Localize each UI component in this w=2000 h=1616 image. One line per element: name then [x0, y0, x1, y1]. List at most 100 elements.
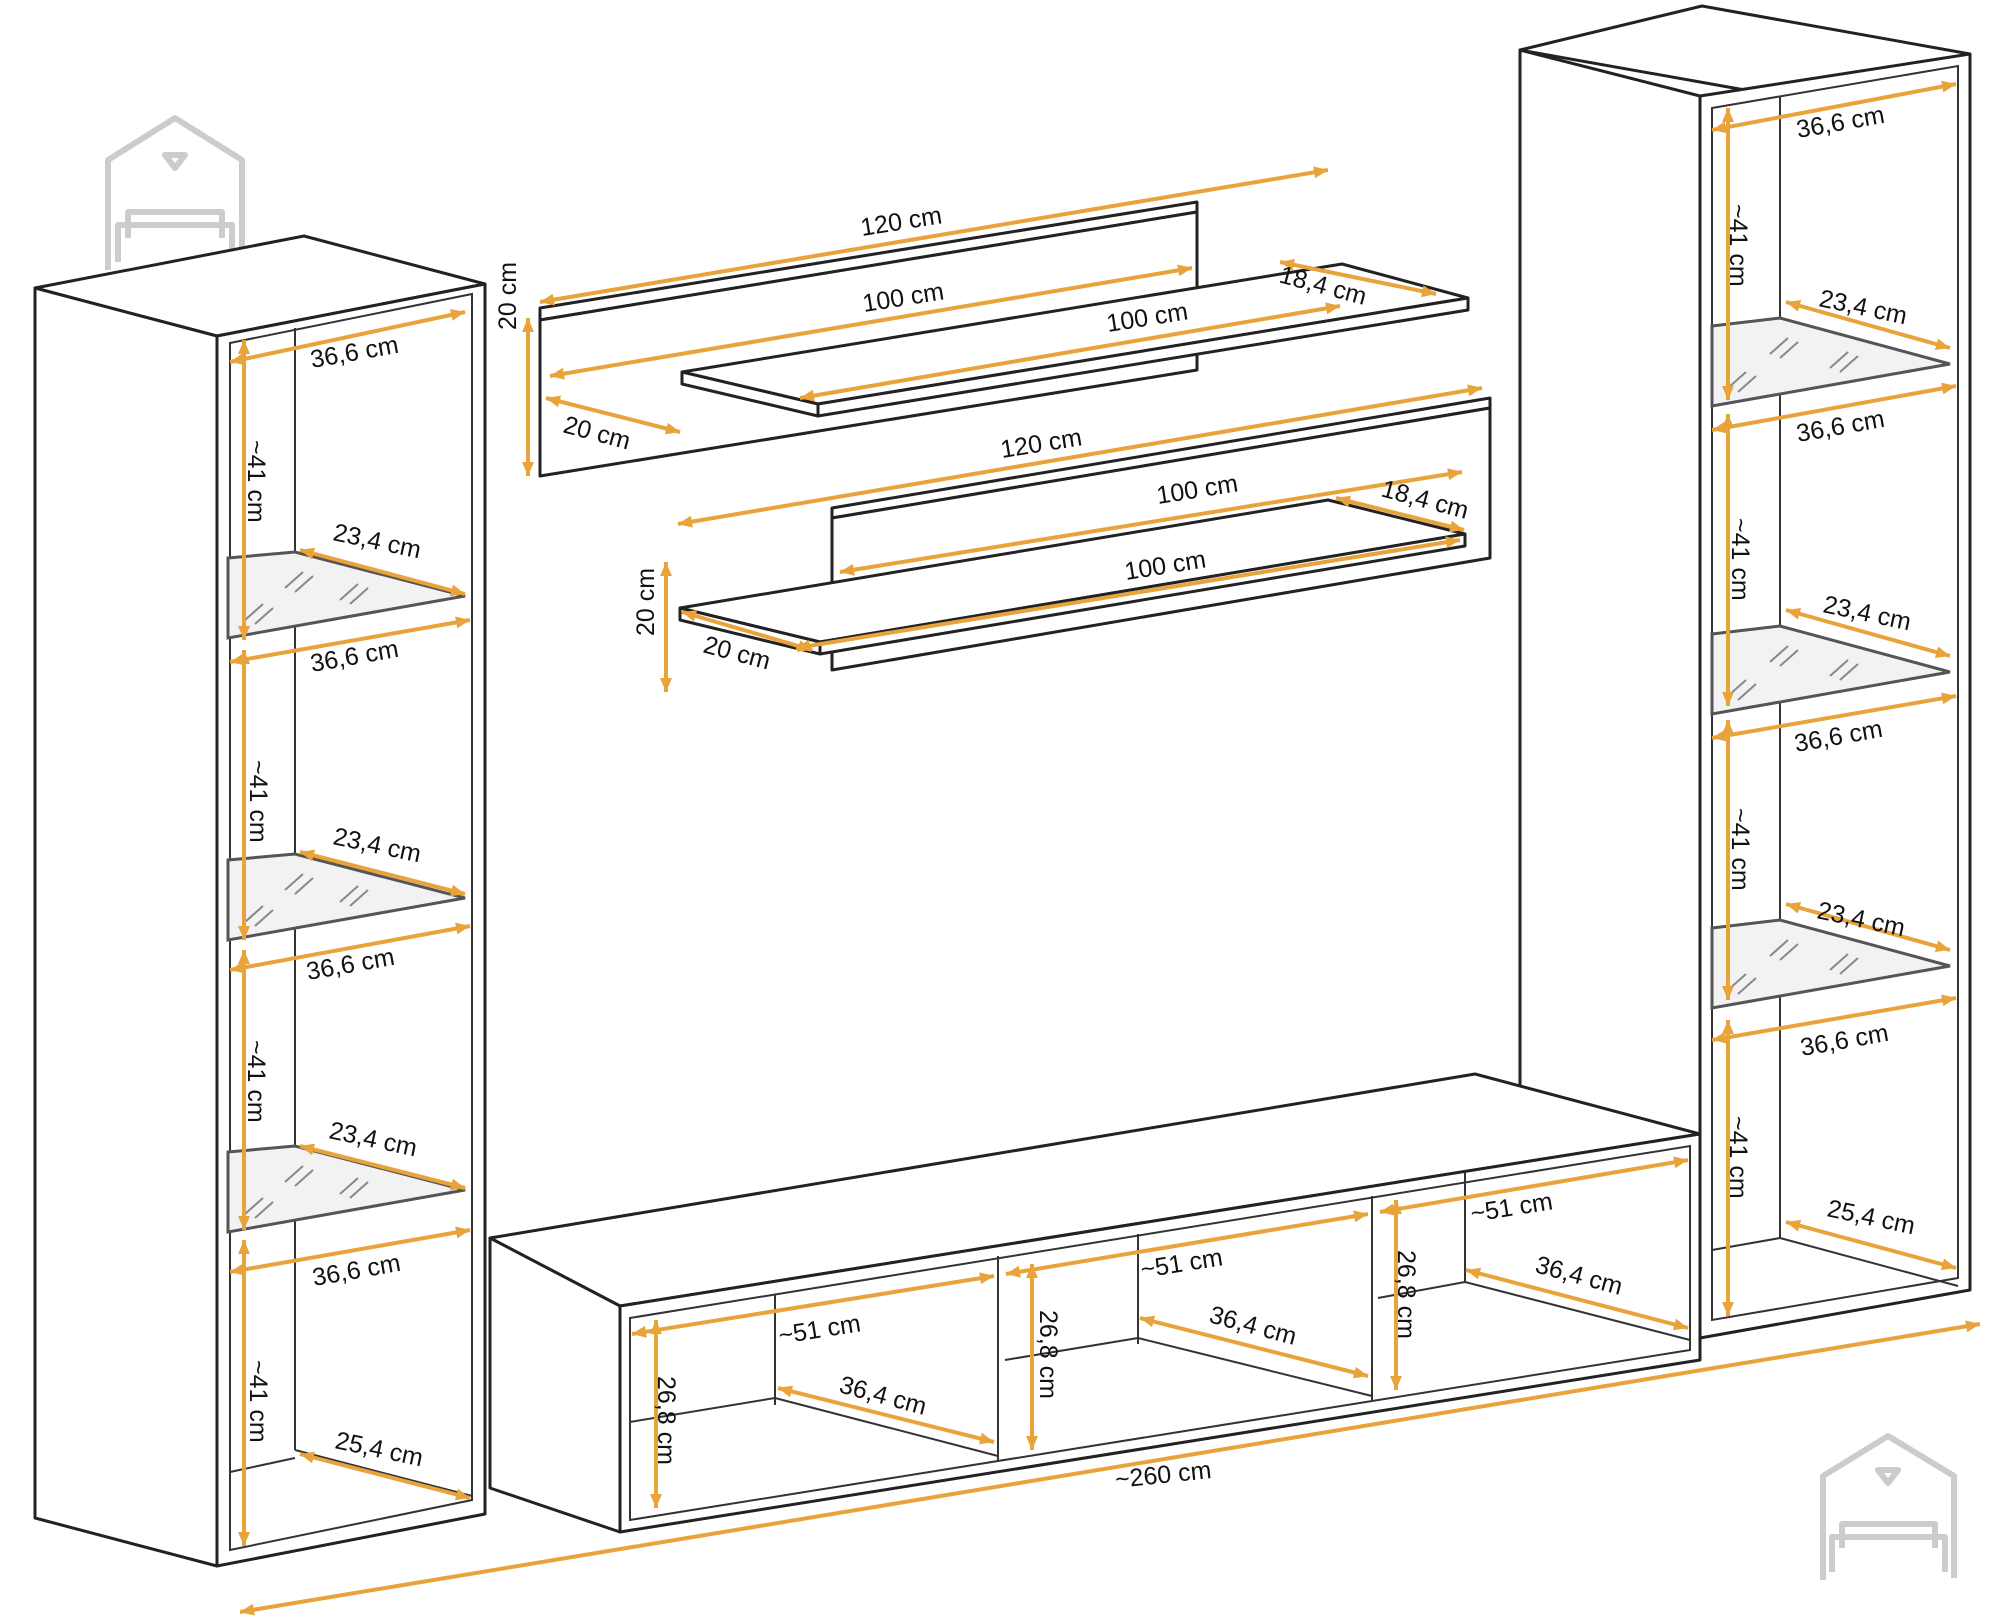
- dimension-line: [229, 1228, 471, 1274]
- dimension-arrowhead: [678, 515, 693, 528]
- dimension-line: [677, 386, 1483, 526]
- dimension-arrowhead: [238, 926, 250, 940]
- dimension-arrowhead: [550, 367, 565, 380]
- dimension-line: [1279, 260, 1437, 296]
- dimension-line: [839, 470, 1463, 574]
- dim-label: ~41 cm: [244, 1360, 272, 1443]
- dimension-line: [1785, 608, 1951, 658]
- dimension-arrowhead: [1421, 285, 1436, 298]
- dimension-line: [1379, 1158, 1689, 1214]
- dimension-arrowhead: [1786, 608, 1802, 620]
- left-tall-cabinet: [33, 234, 487, 1568]
- dimension-arrowhead: [1934, 646, 1950, 658]
- dimension-arrowhead: [1712, 421, 1727, 434]
- dimension-arrowhead: [1722, 1020, 1734, 1034]
- dimension-arrowhead: [1722, 108, 1734, 122]
- dimension-line: [299, 1144, 466, 1190]
- dimension-line: [1711, 996, 1957, 1042]
- dimension-line: [299, 1452, 471, 1500]
- dimension-line: [1711, 384, 1957, 432]
- dimension-arrowhead: [1280, 258, 1295, 271]
- dimension-arrowhead: [449, 584, 465, 597]
- dim-label: ~41 cm: [1726, 808, 1754, 891]
- dim-label: ~41 cm: [242, 1040, 270, 1123]
- dimension-line: [1465, 1268, 1689, 1330]
- dimension-arrowhead: [1026, 1436, 1038, 1450]
- dimension-arrowhead: [778, 1385, 794, 1398]
- dimension-arrowhead: [455, 1226, 470, 1239]
- dimension-line: [1711, 82, 1957, 132]
- dimension-line: [229, 924, 471, 972]
- dimension-arrowhead: [300, 1451, 316, 1464]
- dimension-lines: [229, 80, 1981, 1616]
- dimension-line: [777, 1386, 995, 1444]
- dimension-arrowhead: [1445, 536, 1460, 549]
- dimension-arrowhead: [660, 562, 672, 576]
- dimension-arrowhead: [238, 626, 250, 640]
- dim-label: ~41 cm: [1724, 1116, 1752, 1199]
- dimension-arrowhead: [1722, 386, 1734, 400]
- dim-label: 20 cm: [632, 568, 660, 636]
- dimension-line: [539, 168, 1329, 304]
- dimension-arrowhead: [1352, 1366, 1368, 1379]
- dimension-arrowhead: [1448, 520, 1464, 533]
- dimension-arrowhead: [682, 610, 698, 622]
- dimension-line: [239, 1322, 1981, 1614]
- dimension-arrowhead: [238, 1216, 250, 1230]
- dimension-arrowhead: [1390, 1376, 1402, 1390]
- dimension-arrowhead: [238, 950, 250, 964]
- dimension-line: [1711, 694, 1957, 740]
- dim-label: 26,8 cm: [1392, 1250, 1420, 1339]
- dimension-line: [299, 548, 466, 596]
- dimension-arrowhead: [455, 922, 470, 935]
- dimension-line: [1139, 1316, 1369, 1378]
- dimension-arrowhead: [1940, 1258, 1956, 1271]
- dimension-arrowhead: [455, 616, 470, 629]
- dim-label: ~41 cm: [1726, 518, 1754, 601]
- dimension-line: [799, 304, 1341, 400]
- dimension-arrowhead: [1722, 1302, 1734, 1316]
- dimension-arrowhead: [978, 1432, 994, 1445]
- dimension-arrowhead: [1941, 80, 1956, 93]
- dimension-line: [545, 396, 681, 434]
- dim-label: 20 cm: [494, 262, 522, 330]
- house-sofa-logo-icon: [1820, 1433, 1957, 1580]
- dimension-arrowhead: [1313, 166, 1328, 179]
- dimension-arrowhead: [449, 1178, 465, 1191]
- dimension-arrowhead: [1353, 1210, 1368, 1223]
- dimension-arrowhead: [522, 318, 534, 332]
- dim-label: ~41 cm: [244, 760, 272, 843]
- dimension-arrowhead: [300, 1143, 316, 1156]
- dimension-line: [299, 850, 466, 896]
- dimension-arrowhead: [650, 1494, 662, 1508]
- dimension-arrowhead: [1786, 1219, 1802, 1232]
- dimension-arrowhead: [796, 640, 812, 652]
- dimension-arrowhead: [540, 293, 555, 306]
- dimension-arrowhead: [1786, 300, 1802, 312]
- dimension-arrowhead: [1934, 338, 1950, 350]
- dimension-arrowhead: [1177, 264, 1192, 277]
- dimension-arrowhead: [1712, 1031, 1727, 1044]
- dimension-arrowhead: [664, 422, 680, 435]
- dimension-arrowhead: [650, 1320, 662, 1334]
- dimension-arrowhead: [300, 849, 316, 862]
- dimension-line: [795, 538, 1461, 650]
- dimension-line: [1335, 496, 1465, 532]
- dimension-arrowhead: [1941, 692, 1956, 705]
- dimension-arrowhead: [979, 1272, 994, 1285]
- dim-label: 26,8 cm: [652, 1376, 680, 1465]
- dimension-arrowhead: [1006, 1265, 1021, 1278]
- dimension-line: [549, 266, 1193, 378]
- dimension-arrowhead: [1467, 384, 1482, 397]
- tv-lowboard: [488, 1072, 1702, 1534]
- dimension-line: [229, 310, 466, 364]
- dimension-line: [1785, 1220, 1957, 1270]
- dimension-arrowhead: [449, 884, 465, 897]
- dimension-arrowhead: [1712, 121, 1727, 134]
- dimension-arrowhead: [800, 389, 815, 402]
- dimension-arrowhead: [1722, 720, 1734, 734]
- dimension-arrowhead: [1722, 414, 1734, 428]
- dim-label: ~41 cm: [1724, 204, 1752, 287]
- dimension-arrowhead: [1673, 1156, 1688, 1169]
